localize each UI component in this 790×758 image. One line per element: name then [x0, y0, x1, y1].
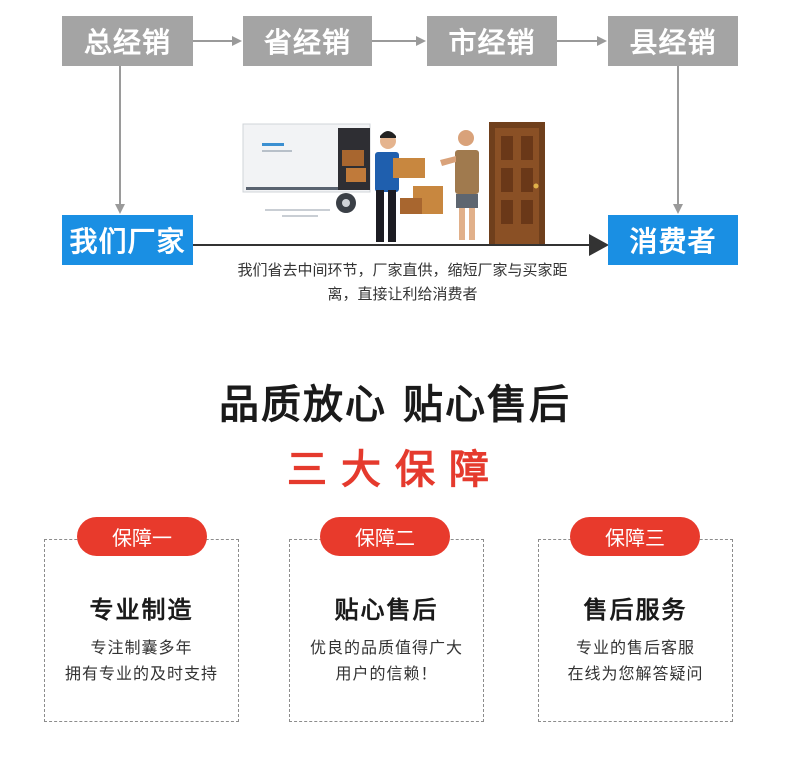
delivery-truck-illustration [242, 123, 371, 217]
guarantee-line1: 专注制囊多年 [90, 638, 193, 657]
guarantee-line2: 在线为您解答疑问 [567, 664, 704, 683]
guarantee-title: 贴心售后 [334, 596, 439, 624]
guarantee-title: 专业制造 [89, 596, 194, 624]
guarantee-card-3: 售后服务 专业的售后客服 在线为您解答疑问 [538, 539, 733, 722]
guarantee-badge-3: 保障三 [570, 517, 700, 556]
guarantee-badge-1: 保障一 [77, 517, 207, 556]
flow-caption-line2: 离，直接让利给消费者 [327, 285, 478, 303]
guarantee-card-2: 贴心售后 优良的品质值得广大 用户的信赖！ [289, 539, 484, 722]
guarantee-description: 专业的售后客服 在线为您解答疑问 [539, 635, 732, 687]
box-county-distributor: 县经销 [608, 16, 738, 66]
headline-title: 品质放心 贴心售后 [219, 382, 571, 428]
box-consumer: 消费者 [608, 215, 738, 265]
flow-caption-line1: 我们省去中间环节，厂家直供，缩短厂家与买家距 [237, 261, 568, 279]
box-city-distributor: 市经销 [427, 16, 557, 66]
guarantee-description: 优良的品质值得广大 用户的信赖！ [290, 635, 483, 687]
box-provincial-distributor: 省经销 [243, 16, 372, 66]
guarantee-card-1: 专业制造 专注制囊多年 拥有专业的及时支持 [44, 539, 239, 722]
headline-subtitle: 三大保障 [287, 447, 503, 493]
box-general-distributor: 总经销 [62, 16, 193, 66]
flow-caption: 我们省去中间环节，厂家直供，缩短厂家与买家距 离，直接让利给消费者 [195, 258, 610, 306]
guarantee-line2: 拥有专业的及时支持 [64, 664, 218, 683]
direct-arrow-head [589, 234, 609, 256]
box-manufacturer: 我们厂家 [62, 215, 193, 265]
guarantee-title: 售后服务 [583, 596, 688, 624]
guarantee-description: 专注制囊多年 拥有专业的及时支持 [45, 635, 238, 687]
door-illustration [489, 122, 545, 244]
guarantee-line1: 优良的品质值得广大 [309, 638, 463, 657]
customer-illustration [440, 130, 479, 240]
courier-illustration [375, 131, 425, 242]
parcel-boxes-illustration [400, 186, 443, 214]
guarantee-line1: 专业的售后客服 [575, 638, 695, 657]
guarantee-badge-2: 保障二 [320, 517, 450, 556]
guarantee-line2: 用户的信赖！ [335, 664, 438, 683]
